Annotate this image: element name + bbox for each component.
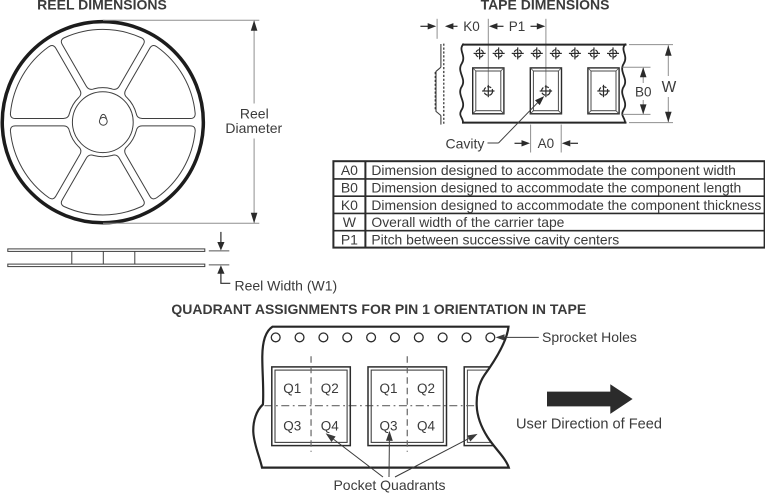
svg-text:A0: A0: [538, 136, 555, 151]
svg-text:Dimension designed to accommod: Dimension designed to accommodate the co…: [371, 197, 761, 213]
svg-text:Cavity: Cavity: [445, 135, 484, 151]
svg-text:Pitch between successive cavit: Pitch between successive cavity centers: [371, 231, 619, 247]
svg-text:P1: P1: [509, 19, 526, 34]
svg-text:B0: B0: [635, 85, 652, 100]
svg-text:Reel Width (W1): Reel Width (W1): [235, 278, 338, 294]
svg-text:Q3: Q3: [379, 419, 397, 434]
svg-text:W: W: [343, 214, 357, 230]
svg-text:K0: K0: [463, 19, 480, 34]
svg-text:W: W: [662, 79, 677, 96]
svg-text:Q1: Q1: [283, 381, 301, 396]
svg-text:P1: P1: [341, 231, 358, 247]
svg-text:Reel: Reel: [240, 106, 269, 122]
svg-text:Q4: Q4: [321, 419, 340, 434]
svg-text:Q2: Q2: [321, 381, 339, 396]
svg-text:B0: B0: [341, 180, 358, 196]
svg-text:REEL DIMENSIONS: REEL DIMENSIONS: [37, 0, 167, 12]
svg-text:Q3: Q3: [283, 419, 301, 434]
svg-text:A0: A0: [341, 162, 358, 178]
svg-text:QUADRANT ASSIGNMENTS FOR PIN 1: QUADRANT ASSIGNMENTS FOR PIN 1 ORIENTATI…: [171, 301, 586, 317]
svg-text:Q2: Q2: [417, 381, 435, 396]
svg-text:Pocket Quadrants: Pocket Quadrants: [333, 477, 445, 493]
svg-text:User Direction of Feed: User Direction of Feed: [516, 416, 662, 432]
svg-text:Q1: Q1: [379, 381, 397, 396]
svg-text:K0: K0: [341, 197, 358, 213]
svg-text:Diameter: Diameter: [225, 120, 282, 136]
svg-text:Sprocket Holes: Sprocket Holes: [542, 329, 637, 345]
svg-text:Overall width of the carrier t: Overall width of the carrier tape: [371, 214, 564, 230]
svg-text:Q4: Q4: [417, 419, 436, 434]
svg-text:Dimension designed to accommod: Dimension designed to accommodate the co…: [371, 180, 741, 196]
svg-text:Dimension designed to accommod: Dimension designed to accommodate the co…: [371, 162, 735, 178]
svg-text:TAPE DIMENSIONS: TAPE DIMENSIONS: [481, 0, 610, 12]
